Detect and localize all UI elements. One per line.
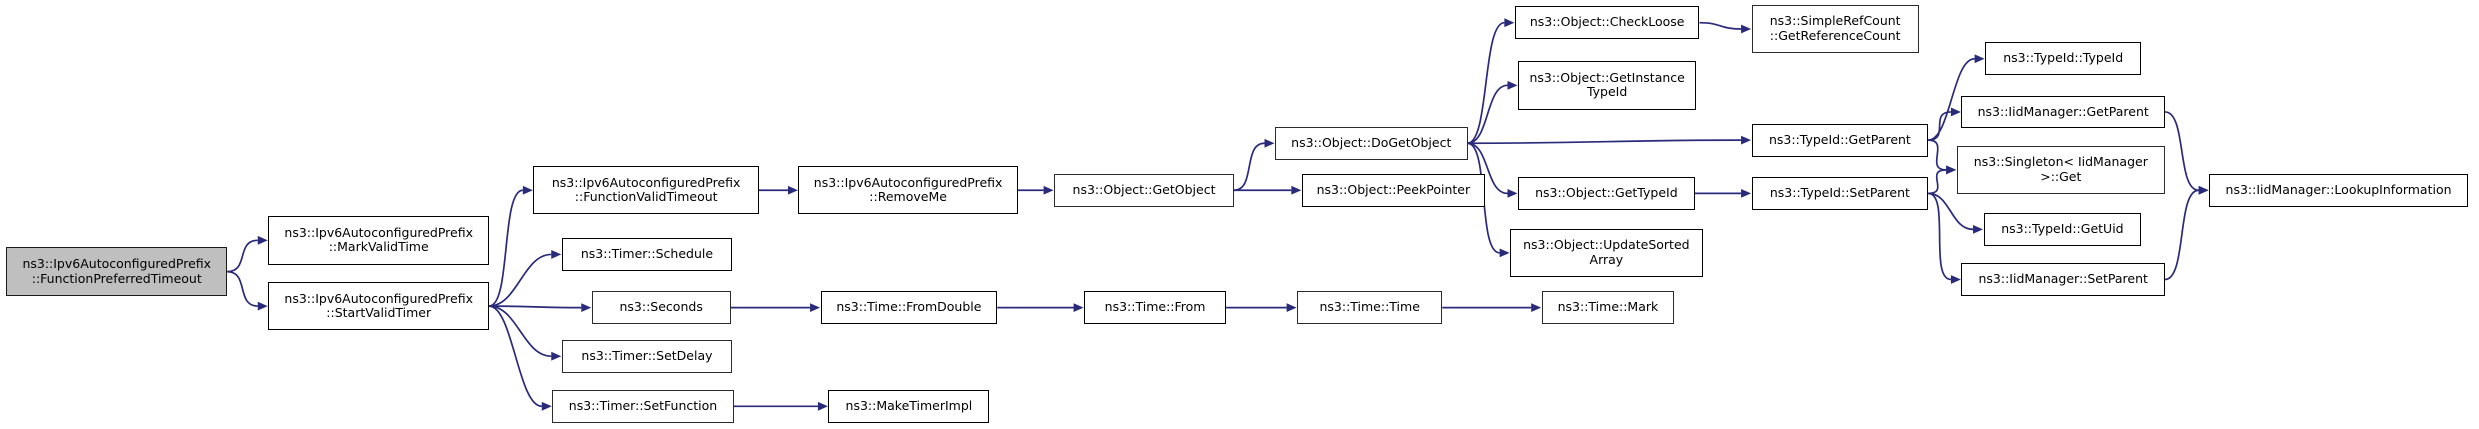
- graph-node-n18[interactable]: ns3::Object::GetInstance TypeId: [1518, 61, 1697, 110]
- edge-arrowhead: [257, 235, 268, 245]
- graph-node-n9[interactable]: ns3::Time::FromDouble: [820, 291, 998, 325]
- graph-node-n15[interactable]: ns3::Object::DoGetObject: [1275, 126, 1468, 160]
- graph-node-n10[interactable]: ns3::MakeTimerImpl: [828, 389, 990, 423]
- graph-node-n14[interactable]: ns3::Time::Time: [1297, 291, 1443, 325]
- graph-node-n5[interactable]: ns3::Seconds: [591, 291, 731, 325]
- graph-node-n17[interactable]: ns3::Object::CheckLoose: [1514, 6, 1700, 40]
- edge-arrowhead: [1043, 185, 1054, 195]
- edge-n28-n29: [2164, 189, 2199, 281]
- graph-node-n6[interactable]: ns3::Timer::SetDelay: [561, 339, 733, 373]
- edge-arrowhead: [1950, 107, 1961, 117]
- graph-node-n26[interactable]: ns3::Singleton< IidManager >::Get: [1956, 145, 2165, 195]
- edge-n25-n29: [2164, 111, 2199, 192]
- edge-arrowhead: [1507, 80, 1518, 90]
- edge-n2-n3: [488, 189, 524, 307]
- graph-node-n25[interactable]: ns3::IidManager::GetParent: [1961, 95, 2165, 129]
- graph-node-n22[interactable]: ns3::TypeId::GetParent: [1751, 123, 1929, 157]
- graph-node-n29[interactable]: ns3::IidManager::LookupInformation: [2209, 173, 2468, 207]
- graph-node-n4[interactable]: ns3::Timer::Schedule: [561, 237, 733, 271]
- edge-arrowhead: [1504, 18, 1515, 28]
- graph-node-n7[interactable]: ns3::Timer::SetFunction: [552, 389, 734, 423]
- edge-arrowhead: [1946, 165, 1957, 175]
- edge-arrowhead: [2198, 185, 2209, 195]
- edge-n23-n28: [1928, 192, 1952, 281]
- graph-node-n16[interactable]: ns3::Time::Mark: [1541, 291, 1675, 325]
- graph-node-n11[interactable]: ns3::Object::GetObject: [1054, 173, 1234, 207]
- edge-arrowhead: [551, 351, 562, 361]
- graph-node-n23[interactable]: ns3::TypeId::SetParent: [1751, 176, 1929, 210]
- graph-node-n0[interactable]: ns3::Ipv6AutoconfiguredPrefix ::Function…: [6, 247, 228, 296]
- edge-arrowhead: [2198, 185, 2209, 195]
- edge-arrowhead: [1741, 24, 1752, 34]
- edge-arrowhead: [541, 401, 552, 411]
- graph-node-n20[interactable]: ns3::Object::UpdateSorted Array: [1510, 228, 1703, 278]
- edge-arrowhead: [1946, 165, 1957, 175]
- graph-node-n21[interactable]: ns3::SimpleRefCount ::GetReferenceCount: [1751, 4, 1919, 54]
- edge-n15-n22: [1467, 139, 1742, 145]
- edge-arrowhead: [1507, 188, 1518, 198]
- graph-node-n13[interactable]: ns3::Object::PeekPointer: [1301, 173, 1485, 207]
- edge-arrowhead: [810, 303, 821, 313]
- edge-n22-n25: [1928, 111, 1951, 141]
- edge-n11-n15: [1233, 142, 1265, 192]
- graph-node-n19[interactable]: ns3::Object::GetTypeId: [1518, 176, 1695, 210]
- graph-node-n8[interactable]: ns3::Ipv6AutoconfiguredPrefix ::RemoveMe: [798, 165, 1018, 215]
- edge-arrowhead: [787, 185, 798, 195]
- graph-node-n24[interactable]: ns3::TypeId::TypeId: [1985, 42, 2142, 76]
- edge-arrowhead: [1073, 303, 1084, 313]
- graph-node-n28[interactable]: ns3::IidManager::SetParent: [1961, 263, 2165, 296]
- graph-node-n1[interactable]: ns3::Ipv6AutoconfiguredPrefix ::MarkVali…: [268, 216, 490, 265]
- edge-arrowhead: [1741, 135, 1752, 145]
- edge-n2-n5: [489, 305, 582, 309]
- edge-n2-n7: [488, 305, 542, 408]
- edge-arrowhead: [1531, 303, 1542, 313]
- edge-n0-n2: [227, 270, 258, 307]
- edge-n15-n17: [1467, 21, 1505, 145]
- edge-arrowhead: [1499, 248, 1510, 258]
- edge-arrowhead: [1974, 54, 1985, 64]
- edge-arrowhead: [257, 301, 268, 311]
- graph-node-n27[interactable]: ns3::TypeId::GetUid: [1983, 212, 2142, 246]
- edge-arrowhead: [551, 250, 562, 259]
- graph-node-n2[interactable]: ns3::Ipv6AutoconfiguredPrefix ::StartVal…: [268, 281, 490, 331]
- edge-arrowhead: [1291, 185, 1302, 195]
- edge-n0-n1: [227, 239, 258, 273]
- edge-arrowhead: [817, 401, 828, 411]
- edge-n23-n27: [1928, 192, 1974, 231]
- edge-arrowhead: [1264, 138, 1275, 148]
- edge-arrowhead: [1286, 303, 1297, 313]
- edge-n22-n26: [1928, 139, 1947, 171]
- edge-n15-n18: [1467, 84, 1508, 145]
- graph-node-n3[interactable]: ns3::Ipv6AutoconfiguredPrefix ::Function…: [533, 165, 759, 215]
- edge-n2-n6: [489, 305, 552, 358]
- edge-n23-n26: [1928, 169, 1947, 195]
- edge-n2-n4: [489, 253, 552, 307]
- edge-n17-n21: [1699, 21, 1742, 30]
- edge-arrowhead: [1741, 188, 1752, 198]
- graph-node-n12[interactable]: ns3::Time::From: [1084, 291, 1227, 325]
- edge-arrowhead: [1973, 224, 1984, 234]
- edge-arrowhead: [522, 185, 533, 195]
- edge-arrowhead: [1950, 275, 1961, 284]
- edge-arrowhead: [581, 303, 592, 313]
